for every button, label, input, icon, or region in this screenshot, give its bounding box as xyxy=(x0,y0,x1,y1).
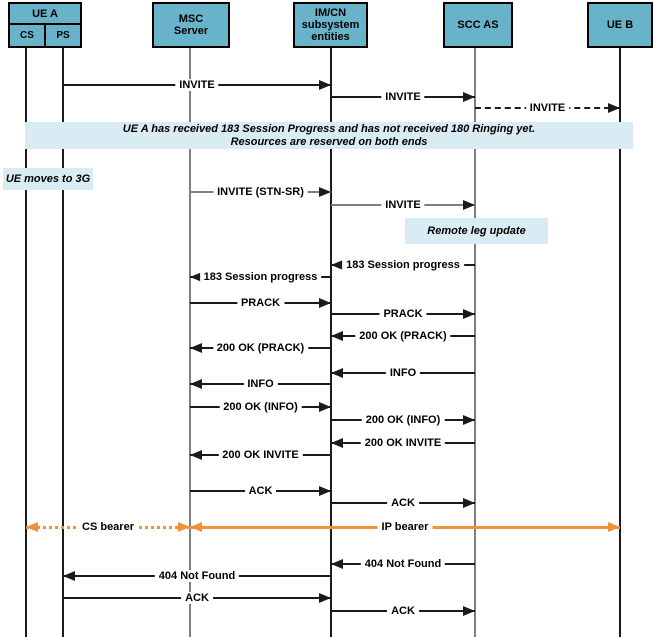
arrowhead-left-icon xyxy=(331,368,343,378)
message-label: PRACK xyxy=(379,308,427,320)
arrowhead-right-icon xyxy=(319,593,331,603)
actor-uea-cs: CS xyxy=(10,25,46,46)
actor-ueb: UE B xyxy=(587,2,653,48)
message-label: INVITE xyxy=(381,91,425,103)
lifeline-msc xyxy=(189,48,191,637)
actor-msc: MSC Server xyxy=(152,2,230,48)
actor-imcn: IM/CN subsystem entities xyxy=(293,2,368,48)
arrowhead-right-icon xyxy=(608,103,620,113)
message-label: 200 OK (INFO) xyxy=(219,401,302,413)
message-label: INVITE xyxy=(175,79,219,91)
message-label: INFO xyxy=(243,378,278,390)
message-label: INVITE xyxy=(525,102,570,114)
actor-ueb-label: UE B xyxy=(606,19,634,31)
message-label: ACK xyxy=(387,497,419,509)
message-label: INVITE (STN-SR) xyxy=(213,186,308,198)
message-label: 183 Session progress xyxy=(342,259,464,271)
arrowhead-right-icon xyxy=(463,92,475,102)
arrowhead-right-icon xyxy=(463,606,475,616)
lifeline-ueb xyxy=(619,48,621,637)
arrowhead-left-icon xyxy=(26,522,38,532)
arrowhead-right-icon xyxy=(463,200,475,210)
actor-scc: SCC AS xyxy=(443,2,513,48)
lifeline-scc xyxy=(474,48,476,637)
actor-uea-title: UE A xyxy=(10,4,80,25)
lifeline-cs xyxy=(25,48,27,637)
message-label: IP bearer xyxy=(377,521,433,533)
message-label: 200 OK (PRACK) xyxy=(212,342,309,354)
arrowhead-right-icon xyxy=(319,298,331,308)
arrowhead-left-icon xyxy=(190,272,202,282)
arrowhead-left-icon xyxy=(190,343,202,353)
note-remote-leg: Remote leg update xyxy=(405,218,548,244)
lifeline-imcn xyxy=(330,48,332,637)
message-label: 404 Not Found xyxy=(360,558,446,570)
arrowhead-left-icon xyxy=(331,438,343,448)
arrowhead-left-icon xyxy=(190,522,202,532)
message-label: 404 Not Found xyxy=(154,570,240,582)
arrowhead-right-icon xyxy=(319,402,331,412)
arrowhead-left-icon xyxy=(190,450,202,460)
actor-uea-cells: CS PS xyxy=(10,25,80,46)
message-label: INFO xyxy=(385,367,421,379)
message-label: 200 OK (PRACK) xyxy=(355,330,451,342)
message-label: 200 OK (INFO) xyxy=(361,414,445,426)
message-label: ACK xyxy=(244,485,277,497)
arrowhead-right-icon xyxy=(319,187,331,197)
arrowhead-left-icon xyxy=(331,331,343,341)
arrowhead-left-icon xyxy=(63,571,75,581)
message-label: PRACK xyxy=(236,297,285,309)
message-label: ACK xyxy=(181,592,213,604)
actor-uea-ps: PS xyxy=(56,30,70,41)
arrowhead-right-icon xyxy=(463,498,475,508)
arrowhead-left-icon xyxy=(190,379,202,389)
actor-msc-label: MSC Server xyxy=(173,13,209,37)
message-label: 200 OK INVITE xyxy=(360,437,446,449)
arrowhead-right-icon xyxy=(319,80,331,90)
message-label: ACK xyxy=(387,605,419,617)
arrowhead-right-icon xyxy=(608,522,620,532)
message-label: 183 Session progress xyxy=(199,271,322,283)
arrowhead-left-icon xyxy=(331,559,343,569)
arrowhead-right-icon xyxy=(319,486,331,496)
arrowhead-right-icon xyxy=(178,522,190,532)
actor-imcn-label: IM/CN subsystem entities xyxy=(301,7,360,43)
actor-scc-label: SCC AS xyxy=(457,19,499,31)
arrowhead-left-icon xyxy=(331,260,343,270)
lifeline-ps xyxy=(62,48,64,637)
arrowhead-right-icon xyxy=(463,415,475,425)
message-label: INVITE xyxy=(381,199,425,211)
message-label: 200 OK INVITE xyxy=(218,449,303,461)
message-label: CS bearer xyxy=(78,521,138,533)
note-ue-moves: UE moves to 3G xyxy=(3,168,93,190)
arrowhead-right-icon xyxy=(463,309,475,319)
note-banner: UE A has received 183 Session Progress a… xyxy=(25,122,633,149)
